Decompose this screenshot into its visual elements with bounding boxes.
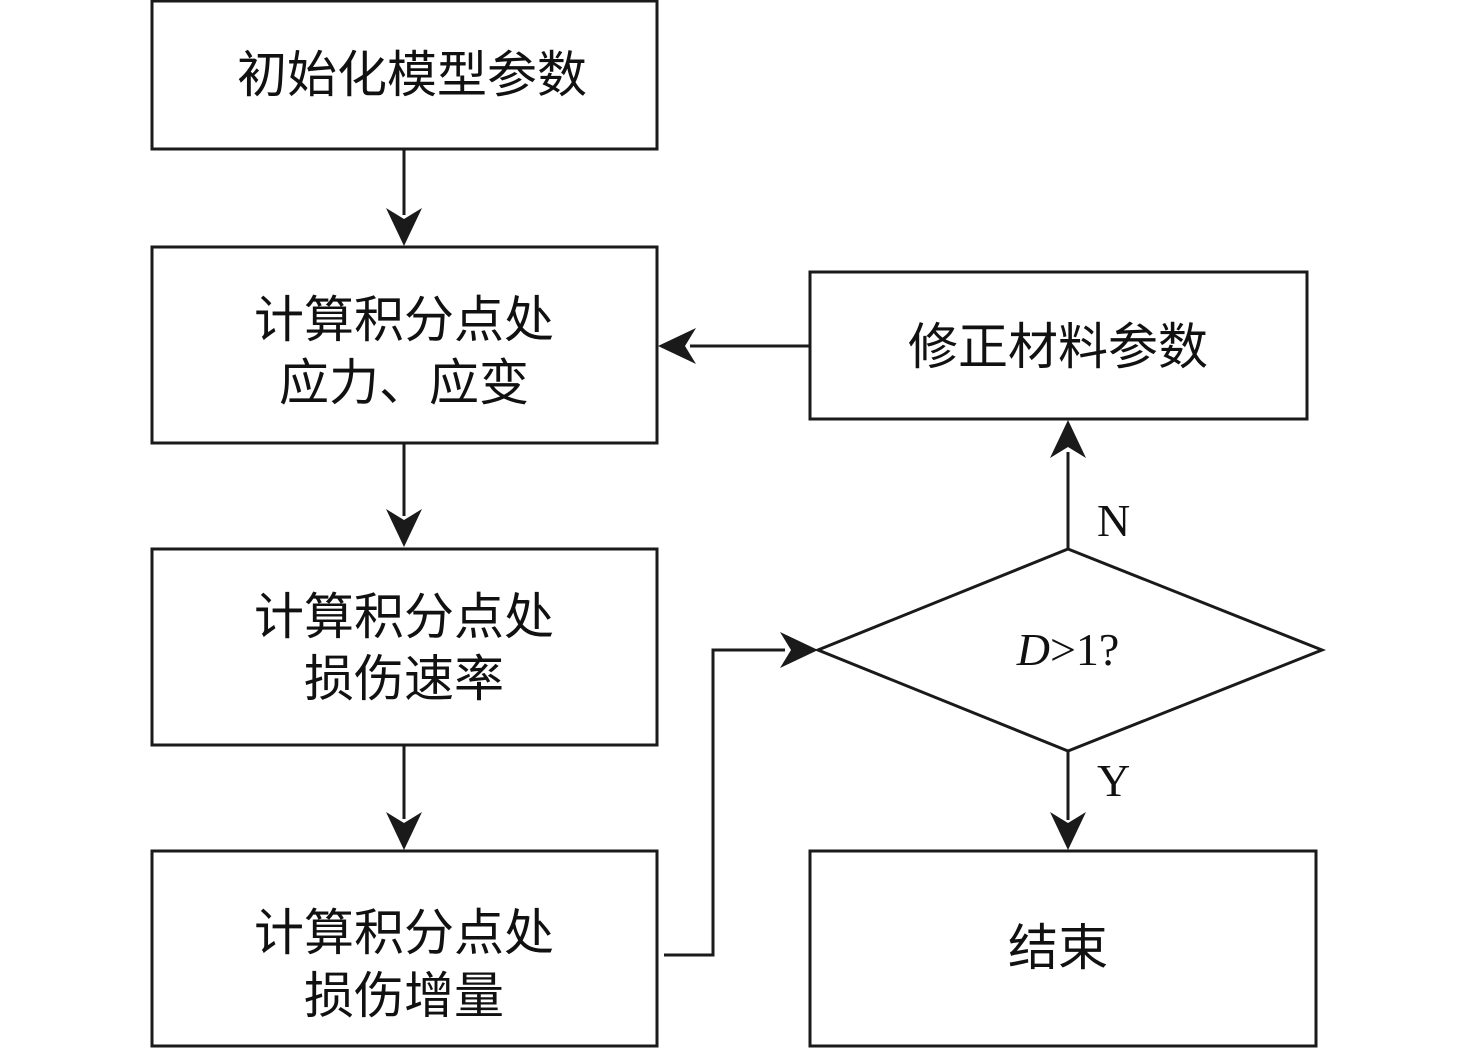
box-modify bbox=[808, 270, 1309, 421]
arrowheads bbox=[386, 208, 1086, 850]
modify-label: 修正材料参数 bbox=[908, 318, 1208, 376]
box-init bbox=[150, 0, 659, 151]
arrowhead-to-modify bbox=[1050, 420, 1086, 458]
connector-damage-inc-to-decision bbox=[664, 648, 785, 957]
edge-label-no: N bbox=[1097, 495, 1130, 546]
box-stress bbox=[150, 245, 659, 445]
damage-rate-label-line1: 计算积分点处 bbox=[254, 588, 554, 646]
damage-rate-label-line2: 损伤速率 bbox=[304, 650, 504, 708]
arrowhead-stress-to-damage-rate bbox=[386, 509, 422, 547]
arrowhead-damage-rate-to-damage-inc bbox=[386, 812, 422, 850]
box-damage-rate bbox=[150, 547, 659, 747]
stress-label-line1: 计算积分点处 bbox=[254, 291, 554, 349]
edge-label-yes: Y bbox=[1097, 755, 1130, 806]
box-end bbox=[808, 849, 1318, 1048]
damage-inc-label-line2: 损伤增量 bbox=[304, 967, 504, 1025]
boxes bbox=[150, 0, 1327, 1048]
decision-diamond bbox=[813, 547, 1327, 753]
connectors bbox=[402, 149, 1070, 957]
decision-var: D bbox=[1016, 624, 1050, 675]
arrowhead-to-end bbox=[1050, 812, 1086, 850]
arrowhead-init-to-stress bbox=[386, 208, 422, 246]
arrowhead-to-decision bbox=[780, 632, 818, 668]
end-label: 结束 bbox=[1008, 919, 1108, 977]
stress-label-line2: 应力、应变 bbox=[279, 354, 529, 412]
arrowhead-to-stress bbox=[658, 328, 696, 364]
damage-inc-label-line1: 计算积分点处 bbox=[254, 904, 554, 962]
decision-label: D>1? bbox=[1016, 624, 1120, 675]
init-label: 初始化模型参数 bbox=[237, 46, 587, 104]
decision-rest: >1? bbox=[1050, 624, 1119, 675]
box-damage-inc bbox=[150, 849, 659, 1048]
